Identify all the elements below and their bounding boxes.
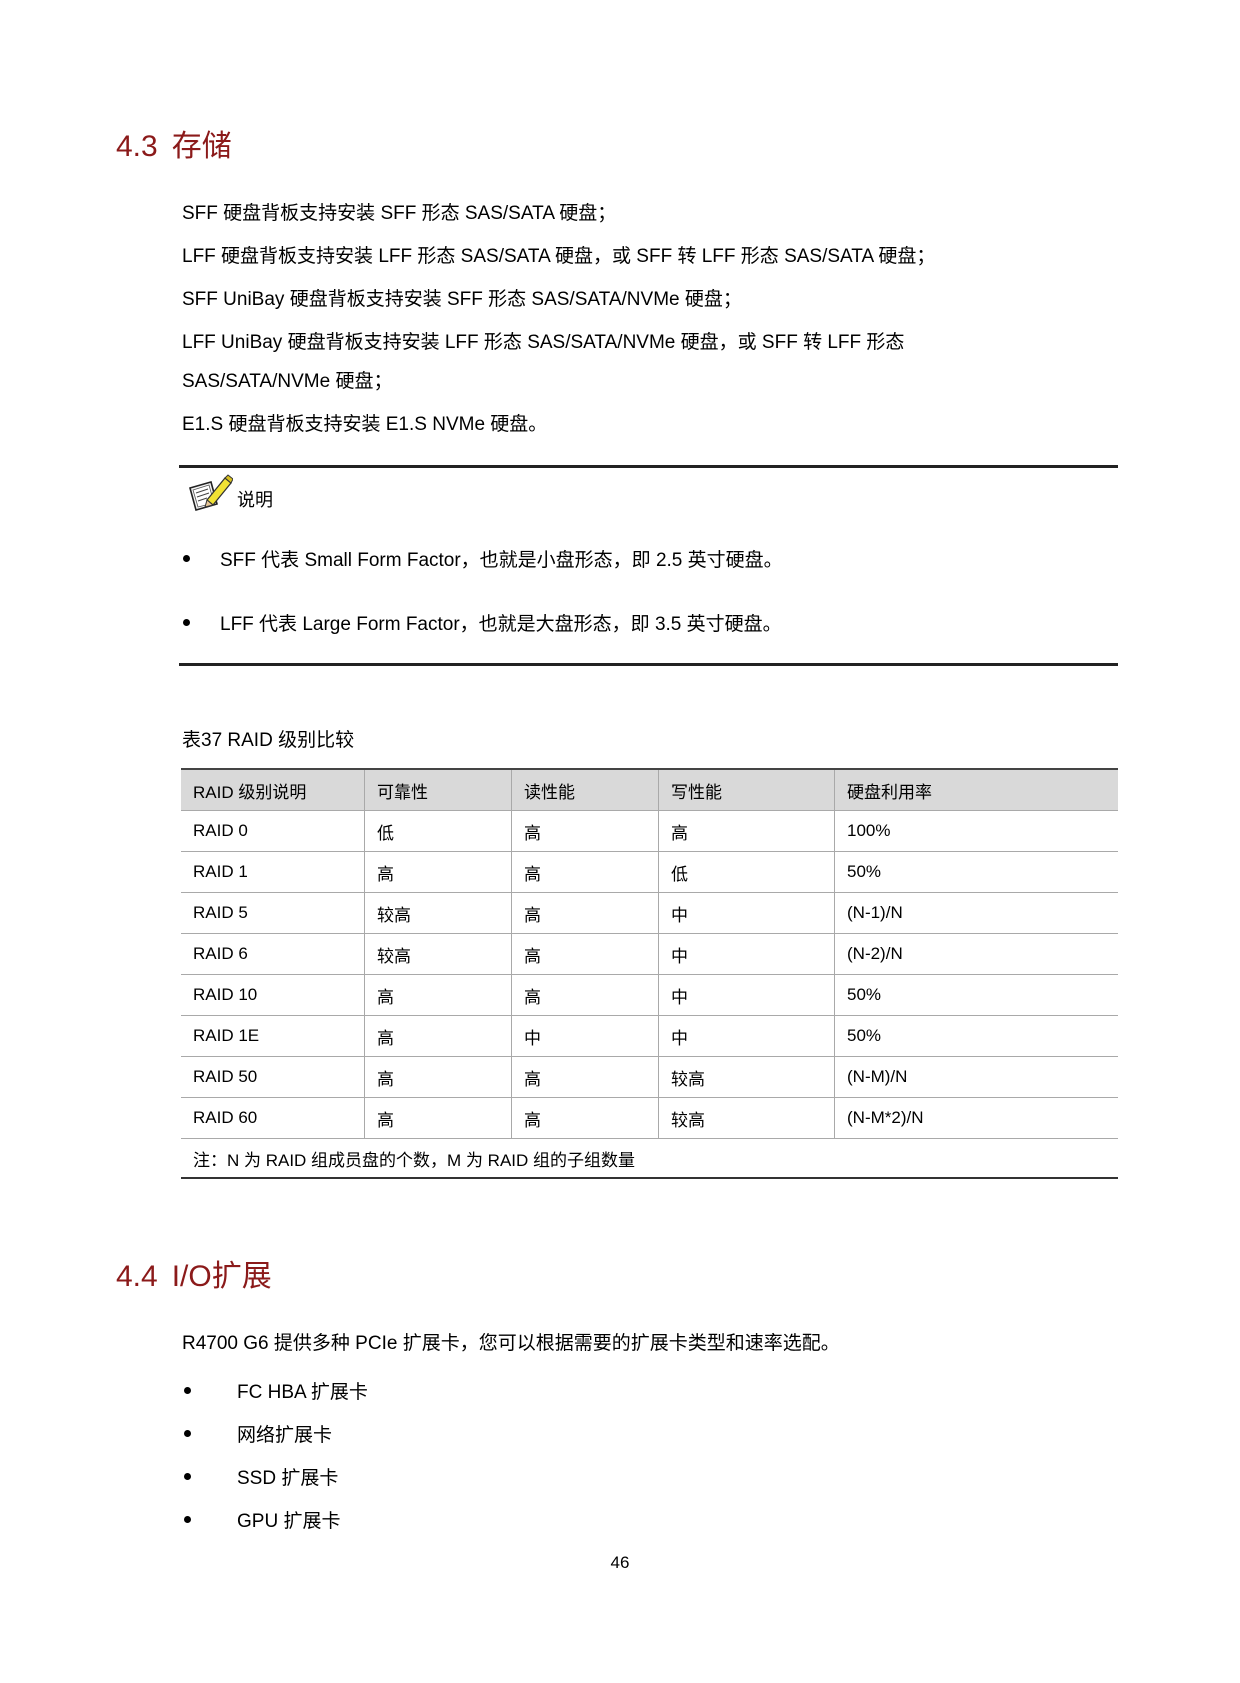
list-item-text: 网络扩展卡 <box>237 1425 333 1446</box>
table-cell: 较高 <box>658 1097 835 1139</box>
table-cell: 高 <box>511 810 659 852</box>
list-item: GPU 扩展卡 <box>182 1506 340 1533</box>
table-footnote: 注：N 为 RAID 组成员盘的个数，M 为 RAID 组的子组数量 <box>181 1138 1118 1179</box>
table-cell: 50% <box>834 974 1118 1016</box>
table-row: RAID 0 低 高 高 100% <box>181 810 1118 852</box>
table-cell: 高 <box>364 1056 512 1098</box>
table-cell: 较高 <box>364 892 512 934</box>
table-cell: RAID 5 <box>181 892 365 934</box>
section-heading-storage: 4.3 存储 <box>116 132 232 162</box>
section-number: 4.4 <box>116 1260 158 1293</box>
table-caption: 表37 RAID 级别比较 <box>182 730 355 751</box>
list-item: FC HBA 扩展卡 <box>182 1377 368 1404</box>
column-header: RAID 级别说明 <box>181 769 365 811</box>
table-cell: 较高 <box>364 933 512 975</box>
table-cell: 高 <box>511 892 659 934</box>
page-number: 46 <box>610 1553 630 1572</box>
bullet-icon <box>183 555 190 562</box>
table-cell: RAID 60 <box>181 1097 365 1139</box>
table-cell: RAID 1E <box>181 1015 365 1057</box>
table-cell: 高 <box>364 1097 512 1139</box>
note-header: 说明 <box>187 474 273 514</box>
bullet-icon <box>183 619 190 626</box>
paragraph: SFF UniBay 硬盘背板支持安装 SFF 形态 SAS/SATA/NVMe… <box>182 289 742 310</box>
table-cell: 较高 <box>658 1056 835 1098</box>
table-cell: 中 <box>658 974 835 1016</box>
paragraph: R4700 G6 提供多种 PCIe 扩展卡，您可以根据需要的扩展卡类型和速率选… <box>182 1333 840 1354</box>
table-cell: 100% <box>834 810 1118 852</box>
table-cell: 50% <box>834 851 1118 893</box>
section-heading-io-expansion: 4.4 I/O扩展 <box>116 1262 272 1292</box>
table-row: RAID 1E 高 中 中 50% <box>181 1015 1118 1057</box>
table-row: RAID 6 较高 高 中 (N-2)/N <box>181 933 1118 975</box>
table-cell: 50% <box>834 1015 1118 1057</box>
section-number: 4.3 <box>116 130 158 163</box>
bullet-icon <box>184 1473 191 1480</box>
table-row: RAID 50 高 高 较高 (N-M)/N <box>181 1056 1118 1098</box>
table-cell: 中 <box>511 1015 659 1057</box>
bullet-icon <box>184 1516 191 1523</box>
table-footnote-row: 注：N 为 RAID 组成员盘的个数，M 为 RAID 组的子组数量 <box>181 1138 1118 1179</box>
note-label: 说明 <box>237 490 273 510</box>
table-cell: 高 <box>364 1015 512 1057</box>
list-item-text: GPU 扩展卡 <box>237 1511 341 1532</box>
table-cell: (N-M)/N <box>834 1056 1118 1098</box>
table-cell: 高 <box>511 974 659 1016</box>
table-row: RAID 1 高 高 低 50% <box>181 851 1118 893</box>
note-box: 说明 SFF 代表 Small Form Factor，也就是小盘形态，即 2.… <box>179 465 1118 666</box>
paragraph: E1.S 硬盘背板支持安装 E1.S NVMe 硬盘。 <box>182 414 548 435</box>
table-cell: 高 <box>511 1056 659 1098</box>
column-header: 可靠性 <box>364 769 512 811</box>
paragraph: SAS/SATA/NVMe 硬盘； <box>182 371 393 392</box>
table-cell: 低 <box>658 851 835 893</box>
table-cell: (N-1)/N <box>834 892 1118 934</box>
paragraph: SFF 硬盘背板支持安装 SFF 形态 SAS/SATA 硬盘； <box>182 203 617 224</box>
list-item: 网络扩展卡 <box>182 1420 332 1447</box>
table-cell: 高 <box>658 810 835 852</box>
bullet-icon <box>184 1430 191 1437</box>
list-item-text: FC HBA 扩展卡 <box>237 1382 368 1403</box>
table-row: RAID 5 较高 高 中 (N-1)/N <box>181 892 1118 934</box>
table-row: RAID 60 高 高 较高 (N-M*2)/N <box>181 1097 1118 1139</box>
list-item: SSD 扩展卡 <box>182 1463 338 1490</box>
table-header-row: RAID 级别说明 可靠性 读性能 写性能 硬盘利用率 <box>181 769 1118 811</box>
table-cell: 低 <box>364 810 512 852</box>
table-cell: 中 <box>658 892 835 934</box>
table-cell: 高 <box>511 851 659 893</box>
table-cell: 高 <box>364 974 512 1016</box>
table-cell: 中 <box>658 933 835 975</box>
note-item-text: SFF 代表 Small Form Factor，也就是小盘形态，即 2.5 英… <box>220 550 783 571</box>
table-row: RAID 10 高 高 中 50% <box>181 974 1118 1016</box>
table-cell: RAID 50 <box>181 1056 365 1098</box>
bullet-icon <box>184 1387 191 1394</box>
note-pencil-icon <box>189 474 233 511</box>
table-cell: (N-2)/N <box>834 933 1118 975</box>
note-list-item: SFF 代表 Small Form Factor，也就是小盘形态，即 2.5 英… <box>179 545 783 572</box>
table-cell: 高 <box>511 933 659 975</box>
column-header: 硬盘利用率 <box>834 769 1118 811</box>
list-item-text: SSD 扩展卡 <box>237 1468 339 1489</box>
table-cell: RAID 1 <box>181 851 365 893</box>
column-header: 写性能 <box>658 769 835 811</box>
table-cell: RAID 6 <box>181 933 365 975</box>
table-cell: 高 <box>511 1097 659 1139</box>
section-title-text: I/O扩展 <box>171 1260 272 1293</box>
table-cell: (N-M*2)/N <box>834 1097 1118 1139</box>
section-title-text: 存储 <box>171 130 232 163</box>
paragraph: LFF UniBay 硬盘背板支持安装 LFF 形态 SAS/SATA/NVMe… <box>182 332 905 353</box>
table-cell: 中 <box>658 1015 835 1057</box>
table-cell: RAID 0 <box>181 810 365 852</box>
table-cell: 高 <box>364 851 512 893</box>
column-header: 读性能 <box>511 769 659 811</box>
raid-comparison-table: RAID 级别说明 可靠性 读性能 写性能 硬盘利用率 RAID 0 低 高 高… <box>181 768 1118 1179</box>
paragraph: LFF 硬盘背板支持安装 LFF 形态 SAS/SATA 硬盘，或 SFF 转 … <box>182 246 936 267</box>
note-item-text: LFF 代表 Large Form Factor，也就是大盘形态，即 3.5 英… <box>220 614 782 635</box>
note-list-item: LFF 代表 Large Form Factor，也就是大盘形态，即 3.5 英… <box>179 609 782 636</box>
table-cell: RAID 10 <box>181 974 365 1016</box>
